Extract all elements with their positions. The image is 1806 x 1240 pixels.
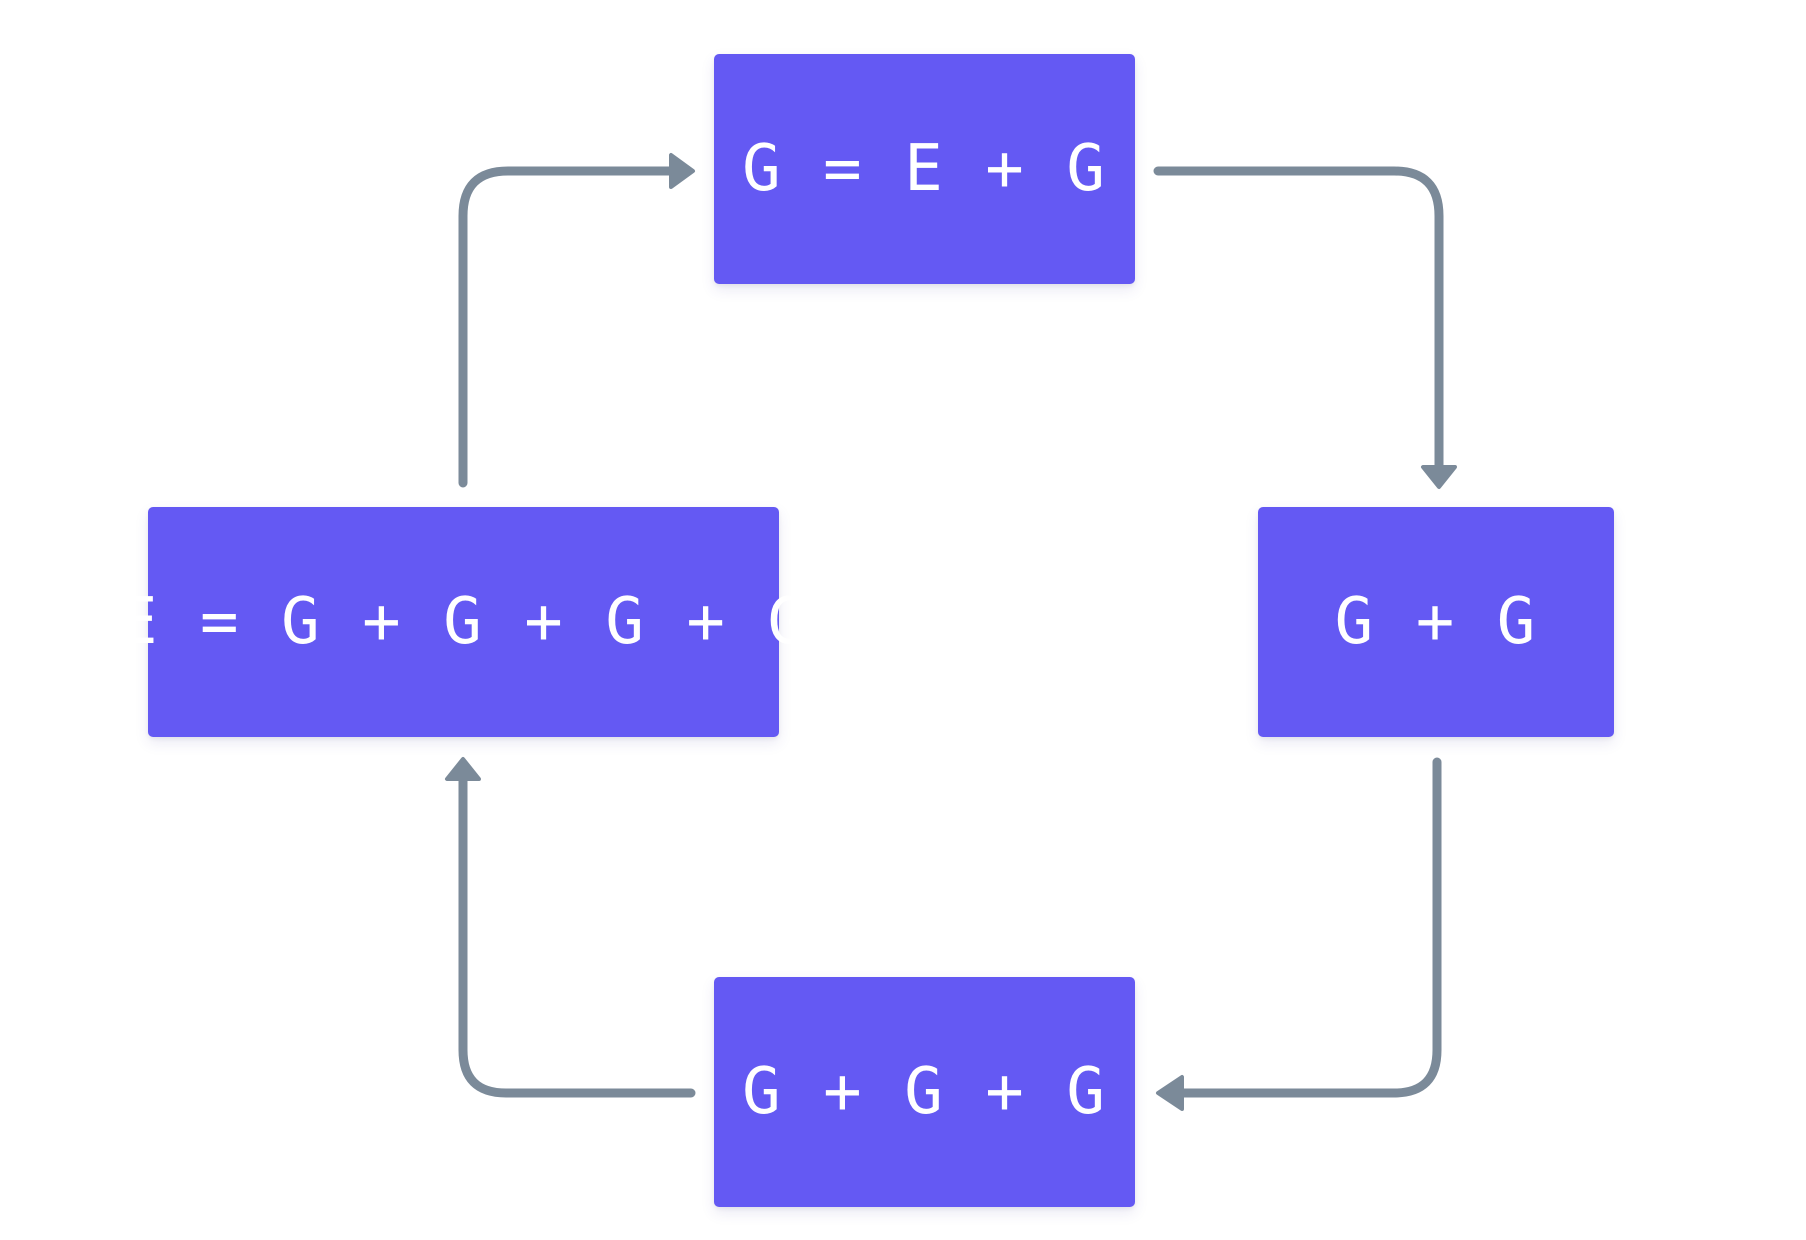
- node-right: G + G: [1258, 507, 1614, 737]
- node-left-label: E = G + G + G + G: [118, 585, 809, 659]
- arrowhead-right-to-bottom: [1156, 1075, 1184, 1111]
- node-bottom: G + G + G: [714, 977, 1135, 1207]
- node-top-label: G = E + G: [742, 132, 1107, 206]
- arrowhead-left-to-top: [669, 153, 695, 189]
- arrowhead-top-to-right: [1421, 465, 1457, 489]
- edge-left-to-top: [458, 166, 678, 488]
- node-right-label: G + G: [1334, 585, 1538, 659]
- node-left: E = G + G + G + G: [119, 507, 806, 737]
- node-bottom-label: G + G + G: [742, 1055, 1107, 1129]
- arrowhead-bottom-to-left: [445, 757, 481, 781]
- edge-right-to-bottom: [1173, 757, 1442, 1098]
- edge-top-to-right: [1153, 166, 1444, 475]
- edge-bottom-to-left: [458, 772, 696, 1098]
- node-top: G = E + G: [714, 54, 1135, 284]
